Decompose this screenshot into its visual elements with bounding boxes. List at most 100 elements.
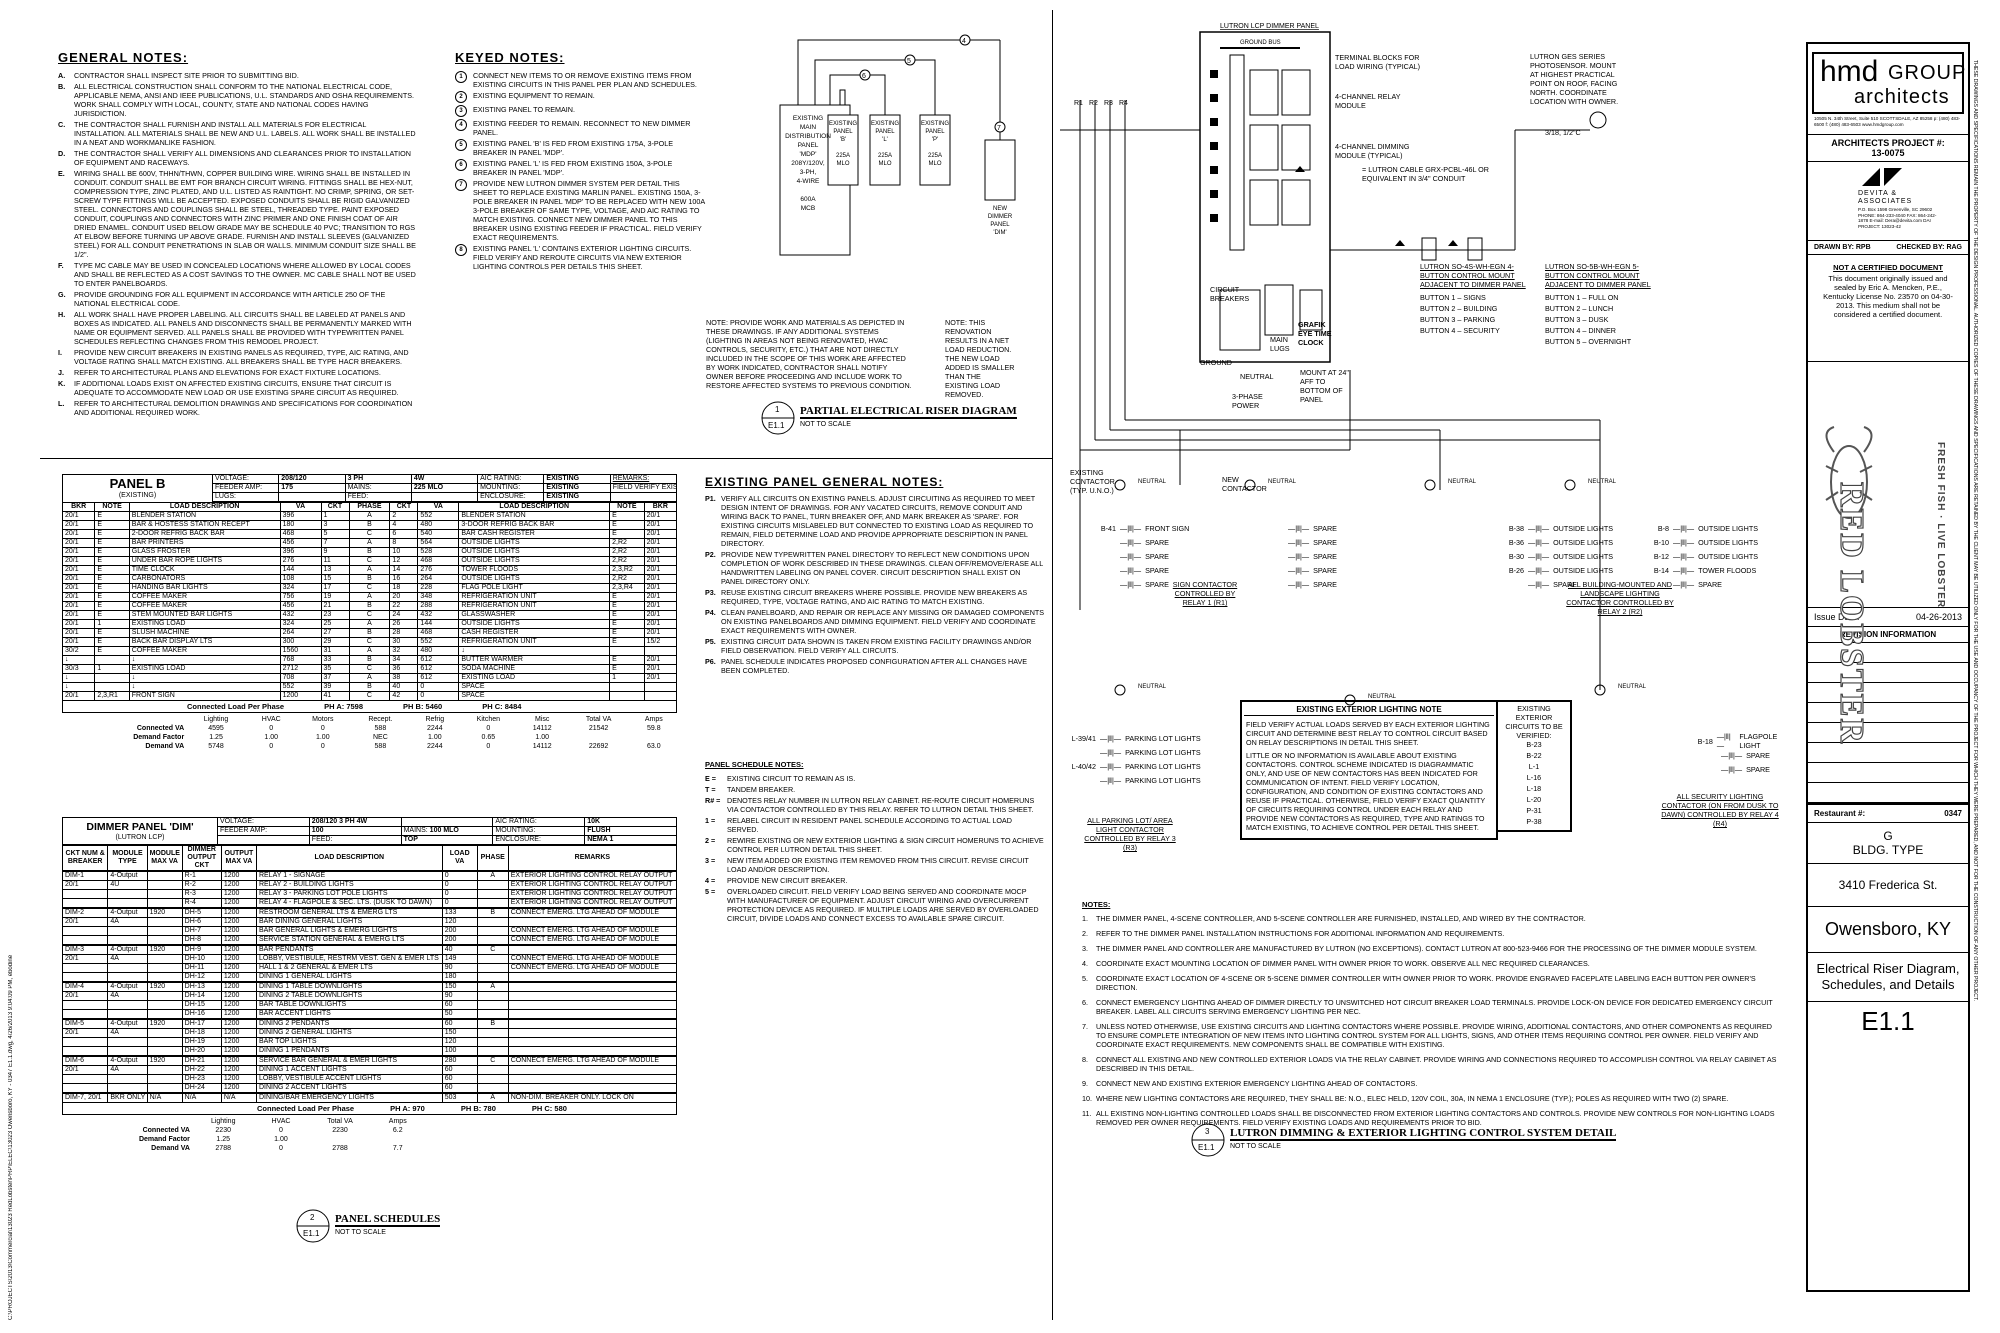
dim-cell: DINING 1 PENDANTS [255,1046,443,1057]
dim-cell [476,1065,509,1075]
summary-cell: 1.25 [209,734,223,741]
panel-b-header-table: PANEL B (EXISTING) VOLTAGE: 208/120 3 PH… [62,474,678,502]
contactor-contact-icon: —|‖|— [1721,764,1743,774]
restaurant-row: Restaurant #: 0347 [1808,803,1968,823]
panel-b-remarks: FIELD VERIFY EXISTING CIRCUITS [609,483,678,493]
sheet-number: E1.1 [1861,1006,1915,1036]
panel-b-col-header: LOAD DESCRIPTION [458,502,611,512]
general-note-key: A. [58,71,66,80]
existing-panel-note-key: P6. [705,657,716,666]
panel-b-remarks-label: REMARKS: [609,474,678,484]
general-note-key: I. [58,348,62,357]
summary-header: Amps [644,716,663,723]
dim-cell: 4A [107,954,148,964]
neutral-label: NEUTRAL [1368,694,1397,700]
general-note-item: I. PROVIDE NEW CIRCUIT BREAKERS IN EXISTI… [58,348,418,366]
contactor-row: —|‖|—PARKING LOT LIGHTS [1062,774,1212,786]
contactor-row: —|‖|—SPARE [1635,578,1780,590]
general-note-text: PROVIDE NEW CIRCUIT BREAKERS IN EXISTING… [74,348,409,366]
dim-cell: DH-13 [181,981,222,992]
exterior-lighting-note-p1: FIELD VERIFY ACTUAL LOADS SERVED BY EACH… [1246,720,1490,747]
summary-cell: 6.2 [392,1127,403,1134]
summary-header: Recept. [368,716,393,723]
dim-cell [107,1009,148,1020]
lutron-note-text: REFER TO THE DIMMER PANEL INSTALLATION I… [1096,929,1505,938]
general-note-item: K.IF ADDITIONAL LOADS EXIST ON AFFECTED … [58,379,418,397]
panel-b-cell: 20/1 [643,655,678,665]
verify-item: L-20 [1526,795,1542,804]
panel-b-cell [94,673,130,683]
dim-cell [146,1009,183,1020]
contactor-row: B-18—|‖|—FLAGPOLE LIGHT [1683,732,1793,750]
panel-b-name: PANEL B [109,476,166,492]
contactor-contact-icon: —|‖|— [1288,523,1310,533]
existing-panel-note-key: P2. [705,550,716,559]
summary-header: Misc [534,716,550,723]
terminal-square [1210,118,1218,126]
ground-label: GROUND [1200,358,1232,367]
dim-feeder-label: FEEDER AMP: [217,826,310,836]
dim-cell [61,972,109,983]
dim-cell [146,889,183,899]
panel-b-cell: 180 [279,520,322,530]
general-note-key: B. [58,82,66,91]
neutral-label: NEUTRAL [1138,479,1167,485]
dim-cell: 20/1 [61,917,109,927]
relay-label: R1 [1074,100,1083,107]
dim-cell: R-4 [181,898,222,909]
summary-header: Refrig [425,716,445,723]
horizontal-divider [40,458,1052,459]
contactor-contact-icon: —|‖|— [1528,565,1550,575]
dim-cell [146,1037,183,1047]
summary-cell: Demand VA [145,743,185,750]
panel-b-cell: 13 [320,565,350,575]
engineer-address: P.O. Box 1598 Greenville, SC 29602 PHONE… [1858,207,1937,229]
panel-b-cell: 2,3,R4 [609,583,645,593]
dim-cell: R-2 [181,880,222,890]
restaurant-label: Restaurant #: [1814,809,1866,818]
load-label: OUTSIDE LIGHTS [1698,537,1758,547]
dim-cell: DH-9 [181,944,222,955]
contactor-contact-icon: —|‖|— [1288,537,1310,547]
revision-row [1808,643,1968,663]
dim-col-header: REMARKS [507,845,678,872]
dim-cell: 60 [441,1074,478,1084]
general-note-text: PROVIDE GROUNDING FOR ALL EQUIPMENT IN A… [74,290,386,308]
panel-b-mains: 225 [413,484,426,492]
contactor-contact-icon: —|‖|— [1100,775,1122,785]
general-note-item: A.CONTRACTOR SHALL INSPECT SITE PRIOR TO… [58,71,418,80]
panel-b-cell: 20/1 [643,565,678,575]
panel-b-cell: E [94,610,130,620]
terminal-square [1210,166,1218,174]
control-2-button: BUTTON 1 – FULL ON [1545,293,1619,302]
contactor-contact-icon: —|‖|— [1673,565,1695,575]
panel-b-cell: OUTSIDE LIGHTS [458,538,611,548]
dim-cell [146,954,183,964]
verify-item: L-16 [1526,773,1542,782]
dim-cell: 4A [107,917,148,927]
dim-cell: BAR TABLE DOWNLIGHTS [255,1000,443,1010]
load-label: OUTSIDE LIGHTS [1553,551,1613,561]
panel-b-cell: BUTTER WARMER [458,655,611,665]
summary-cell: 0 [320,725,325,732]
project-number: 13-0075 [1871,148,1905,158]
existing-panel-note-key: P4. [705,608,716,617]
control-1-title: LUTRON SO-4S-WH-EGN 4-BUTTON CONTROL MOU… [1420,262,1526,289]
panel-b-cell: 2712 [279,664,322,674]
verify-item: P-38 [1526,817,1542,826]
dim-cell: 60 [441,1065,478,1075]
dim-cell [61,889,109,899]
contactor-contact-icon: —|‖|— [1721,750,1743,760]
panel-b-cell: 708 [279,673,322,683]
dim-cell [146,963,183,973]
panel-b-cell: 1200 [279,691,322,701]
riser-label-line: 3-PH, [800,169,817,176]
verify-item: B-22 [1526,751,1542,760]
summary-cell: 0 [269,725,274,732]
